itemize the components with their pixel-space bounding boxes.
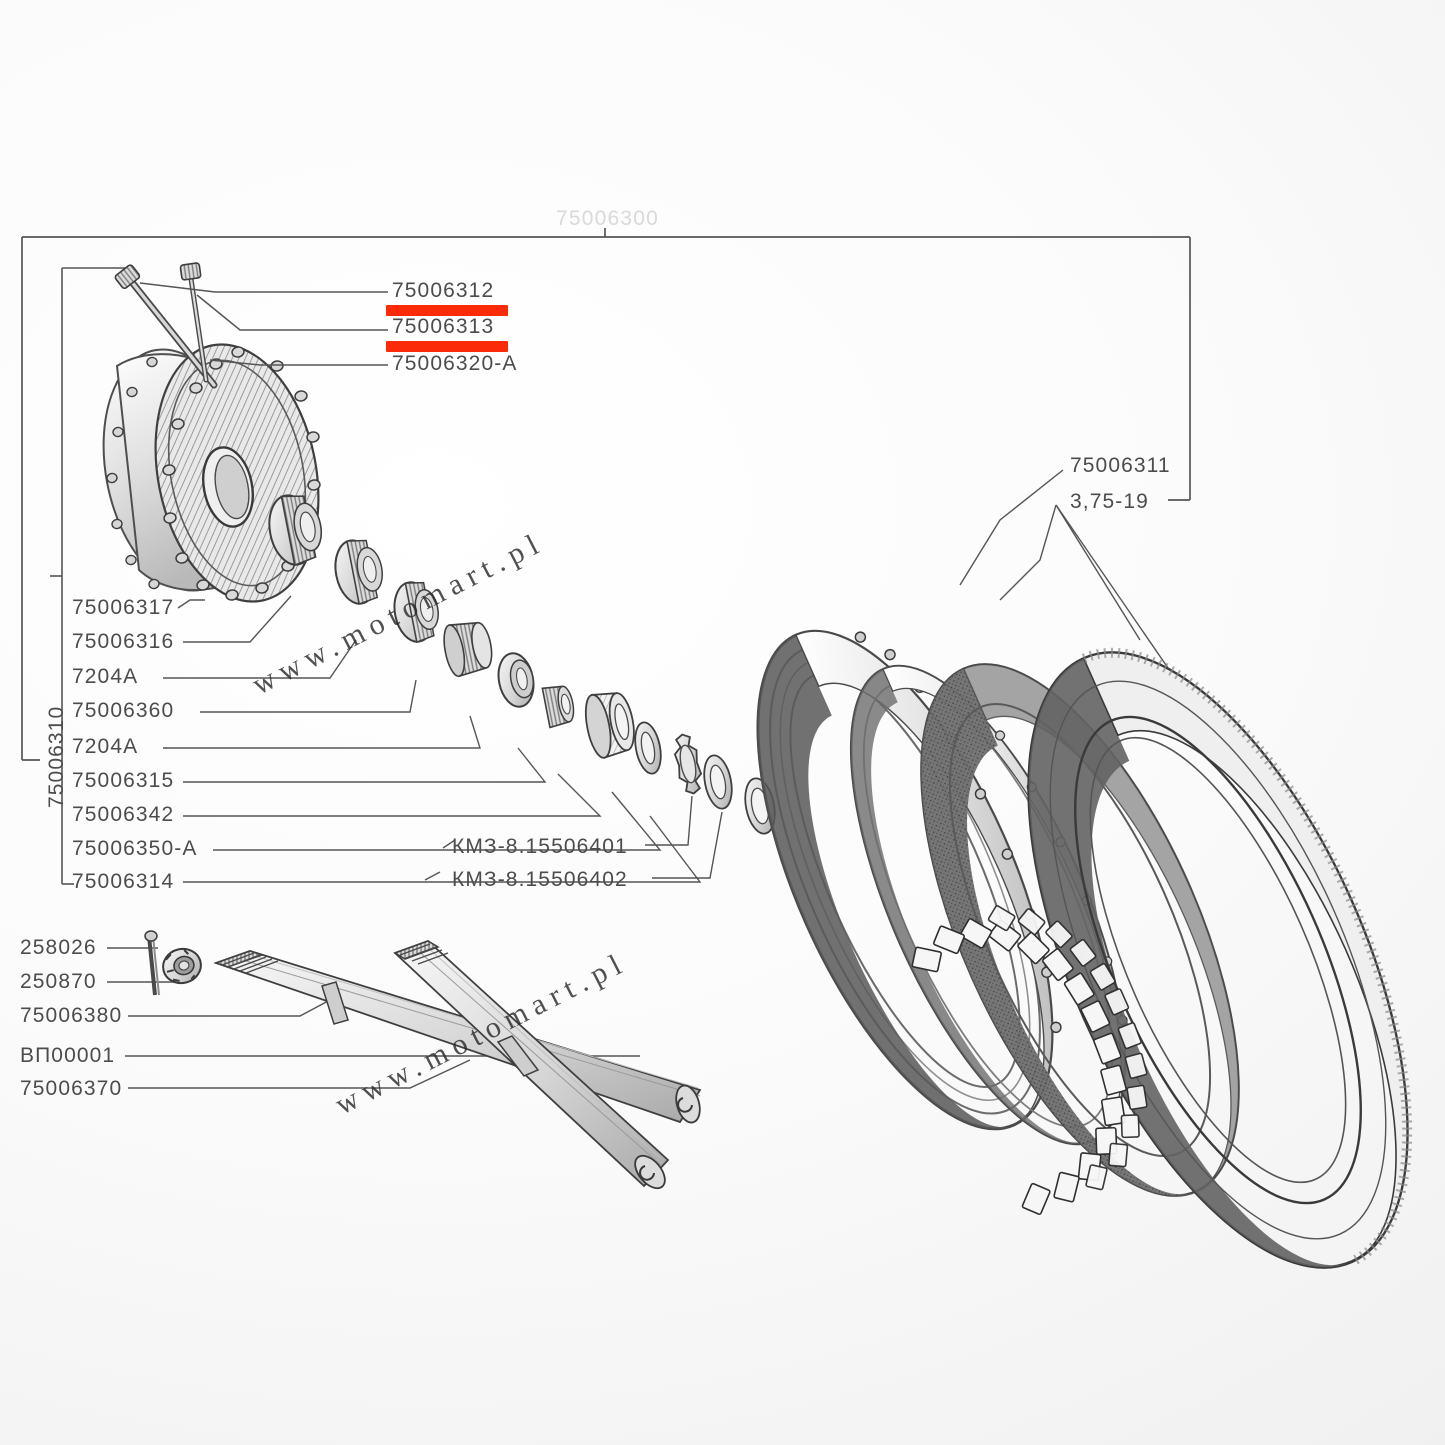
part-label-75006380: 75006380 <box>20 1004 123 1027</box>
part-label-75006370: 75006370 <box>20 1077 123 1100</box>
part-label-75006316: 75006316 <box>72 630 175 653</box>
part-label-75006360: 75006360 <box>72 699 175 722</box>
part-label-vp00001: ВП00001 <box>20 1044 116 1067</box>
part-label-258026: 258026 <box>20 936 97 959</box>
part-label-250870: 250870 <box>20 970 97 993</box>
part-label-75006342: 75006342 <box>72 803 175 826</box>
part-label-75006317: 75006317 <box>72 596 175 619</box>
highlight-bar-75006312 <box>386 305 508 316</box>
highlight-bar-75006313 <box>386 341 508 352</box>
tire-size-label: 3,75-19 <box>1070 490 1149 513</box>
part-label-7204a-second: 7204A <box>72 735 139 758</box>
group-bracket-label-75006310: 75006310 <box>45 705 68 808</box>
part-label-7204a-first: 7204A <box>72 665 139 688</box>
part-label-75006314: 75006314 <box>72 870 175 893</box>
part-label-kmz-8-15506401: КМЗ-8.15506401 <box>452 835 628 858</box>
part-label-kmz-8-15506402: КМЗ-8.15506402 <box>452 868 628 891</box>
part-label-75006320-a: 75006320-A <box>392 352 518 375</box>
part-label-75006312: 75006312 <box>392 279 495 302</box>
clipped-top-part-number: 75006300 <box>556 207 660 230</box>
part-label-75006313: 75006313 <box>392 315 495 338</box>
part-label-75006311: 75006311 <box>1070 454 1171 477</box>
part-label-75006315: 75006315 <box>72 769 175 792</box>
part-label-75006350-a: 75006350-A <box>72 837 198 860</box>
